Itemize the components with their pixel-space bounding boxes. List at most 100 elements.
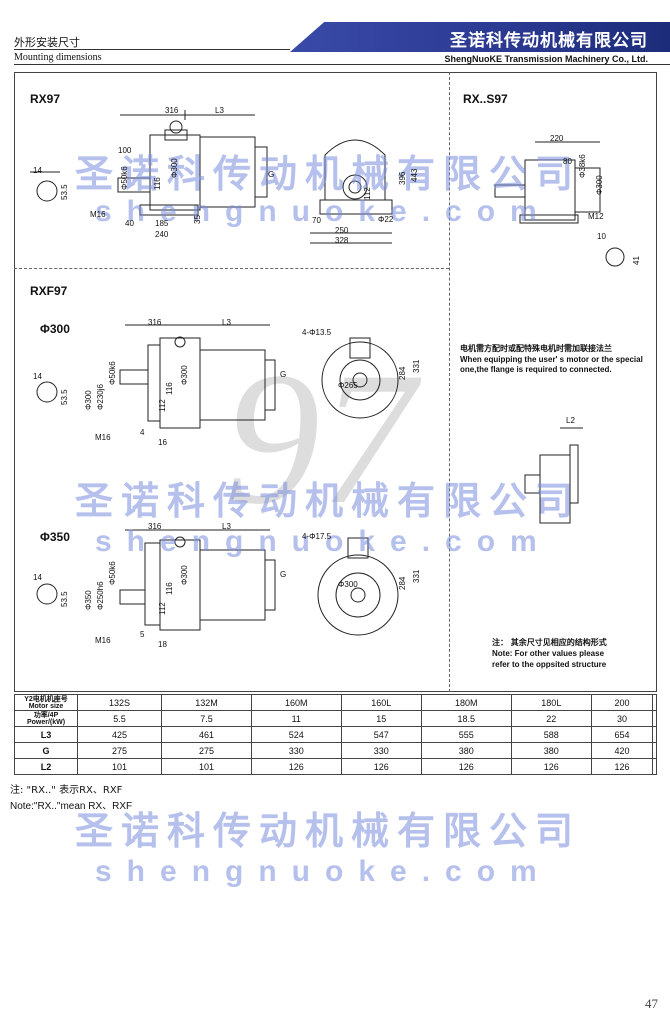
dim: 112 [158, 399, 167, 412]
header-line: Motor size [28, 702, 64, 710]
table-row: L3 425 461 524 547 555 588 654 [14, 726, 657, 743]
flange-note-en-2: one,the flange is required to connected. [460, 365, 612, 374]
table-cell: 380 [510, 742, 592, 759]
label-rxs97: RX..S97 [463, 92, 508, 106]
header-line: 功率/4P [33, 711, 59, 719]
dim: 53.5 [60, 591, 69, 607]
dim: 14 [33, 372, 42, 381]
header-title-en: Mounting dimensions [14, 52, 102, 63]
dim: 41 [632, 256, 641, 265]
header-band [290, 22, 670, 52]
table-cell-empty [652, 710, 657, 727]
vertical-divider [449, 72, 450, 692]
table-cell: 275 [161, 742, 252, 759]
table-cell: 547 [340, 726, 422, 743]
watermark-cn-1: 圣诺科传动机械有限公司 [75, 152, 582, 196]
table-cell: 654 [590, 726, 654, 743]
dim: 16 [158, 438, 167, 447]
dim: 4-Φ17.5 [302, 532, 332, 541]
dim: G [280, 570, 287, 579]
rx97-front-view [310, 139, 393, 244]
dim: Φ350 [84, 590, 93, 610]
rxf350-front-view [317, 537, 399, 636]
drawing-frame [14, 72, 657, 692]
dim: 116 [153, 177, 162, 190]
dim: M16 [95, 433, 111, 442]
dim: L3 [222, 522, 231, 531]
watermark-en-2: shengnuoke.com [95, 525, 552, 558]
dim: 14 [33, 166, 42, 175]
table-cell: 425 [76, 726, 163, 743]
page-number: 47 [645, 996, 658, 1011]
dim: 112 [158, 602, 167, 615]
dim: 70 [312, 216, 321, 225]
other-note-cn: 注： 其余尺寸见相应的结构形式 [492, 638, 607, 647]
dim: Φ50k6 [108, 361, 117, 385]
rxf350-side-view [119, 529, 276, 631]
dim: M12 [588, 212, 604, 221]
table-row: Y2电机机座号 Motor size 132S 132M 160M 160L 1… [14, 694, 657, 711]
company-name-cn: 圣诺科传动机械有限公司 [450, 31, 648, 51]
table-cell: 126 [510, 758, 592, 775]
dim: 53.5 [60, 389, 69, 405]
table-cell-empty [652, 694, 657, 711]
table-row: G 275 275 330 330 380 380 420 [14, 742, 657, 759]
rxf300-shaft-section [36, 381, 58, 403]
dim: G [280, 370, 287, 379]
other-note-en-1: Note: For other values please [492, 649, 605, 658]
dim: 331 [412, 359, 421, 373]
header-bottom-rule [14, 64, 670, 65]
dim: L3 [215, 106, 224, 115]
dim: 220 [550, 134, 564, 143]
dim: Φ300 [180, 365, 189, 385]
dim: M16 [95, 636, 111, 645]
table-cell-empty [652, 726, 657, 743]
dim: M16 [90, 210, 106, 219]
table-cell: 101 [76, 758, 163, 775]
dim: 35 [193, 215, 202, 224]
horizontal-divider [14, 268, 449, 269]
table-cell: 461 [161, 726, 252, 743]
dim: 185 [155, 219, 169, 228]
header-line: Y2电机机座号 [24, 695, 68, 703]
dim: 328 [335, 236, 349, 245]
dim: 100 [118, 146, 132, 155]
dim: 443 [410, 168, 419, 182]
table-cell: 101 [161, 758, 252, 775]
table-cell: 275 [76, 742, 163, 759]
table-cell: 126 [340, 758, 422, 775]
dim: Φ50k6 [108, 561, 117, 585]
label-phi350: Φ350 [40, 530, 70, 544]
dim: 112 [363, 187, 372, 200]
table-cell: 7.5 [161, 710, 252, 727]
dim: 240 [155, 230, 169, 239]
table-row: 功率/4P Power/(kW) 5.5 7.5 11 15 18.5 22 3… [14, 710, 657, 727]
table-cell: 132M [161, 694, 252, 711]
dim: G [268, 170, 275, 179]
watermark-en-3: shengnuoke.com [95, 855, 552, 888]
row-label: L2 [14, 758, 78, 775]
table-cell: 126 [420, 758, 512, 775]
footer-note-en: Note:"RX.."mean RX、RXF [10, 801, 133, 812]
flange-note-cn: 电机需方配时或配特殊电机时需加联接法兰 [460, 344, 612, 353]
dim: Φ300 [338, 580, 358, 589]
dim: Φ300 [170, 158, 179, 178]
dim: 53.5 [60, 184, 69, 200]
rxf350-shaft-section [36, 583, 58, 605]
row-label: L3 [14, 726, 78, 743]
table-cell: 126 [250, 758, 342, 775]
dim: 284 [398, 366, 407, 380]
dim: 18 [158, 640, 167, 649]
flange-note-en-1: When equipping the user' s motor or the … [460, 355, 643, 364]
table-cell-empty [652, 742, 657, 759]
rxs97-view [494, 141, 625, 267]
footer-note-cn: 注: "RX.." 表示RX、RXF [10, 785, 123, 796]
watermark-number: 97 [225, 334, 415, 544]
rx97-side-view [117, 110, 268, 216]
dim: 316 [148, 318, 162, 327]
dim: 80 [563, 157, 572, 166]
header-power: 功率/4P Power/(kW) [14, 710, 78, 727]
table-cell: 180M [420, 694, 512, 711]
watermark-cn-2: 圣诺科传动机械有限公司 [75, 479, 582, 523]
table-cell-empty [652, 758, 657, 775]
